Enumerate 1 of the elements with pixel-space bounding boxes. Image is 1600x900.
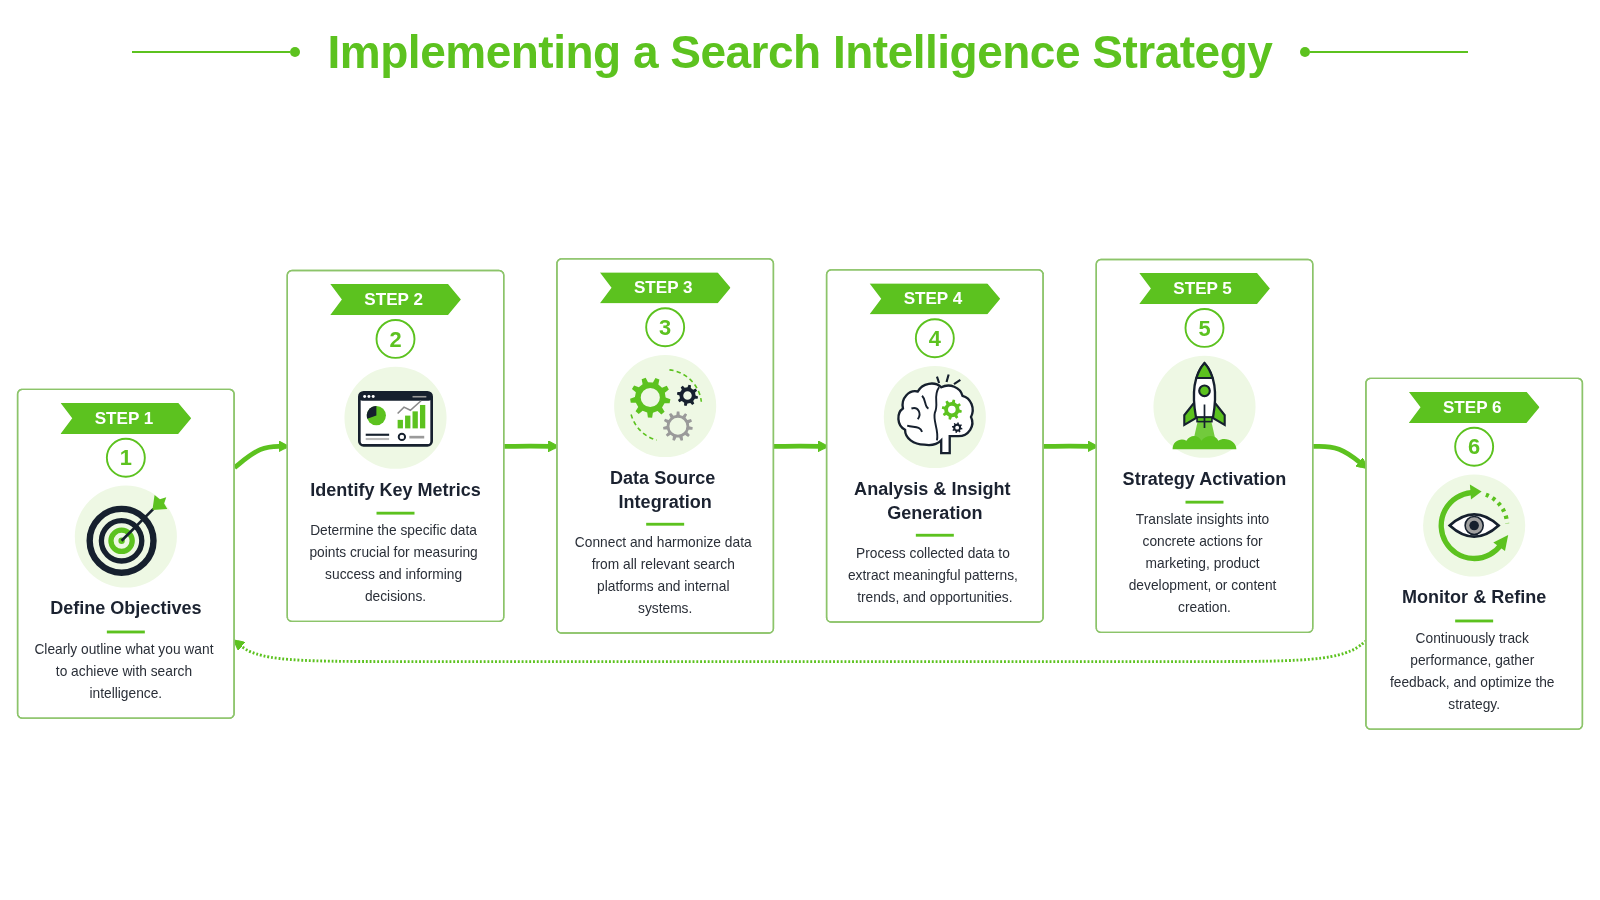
title: Implementing a Search Intelligence Strategy bbox=[327, 25, 1273, 79]
